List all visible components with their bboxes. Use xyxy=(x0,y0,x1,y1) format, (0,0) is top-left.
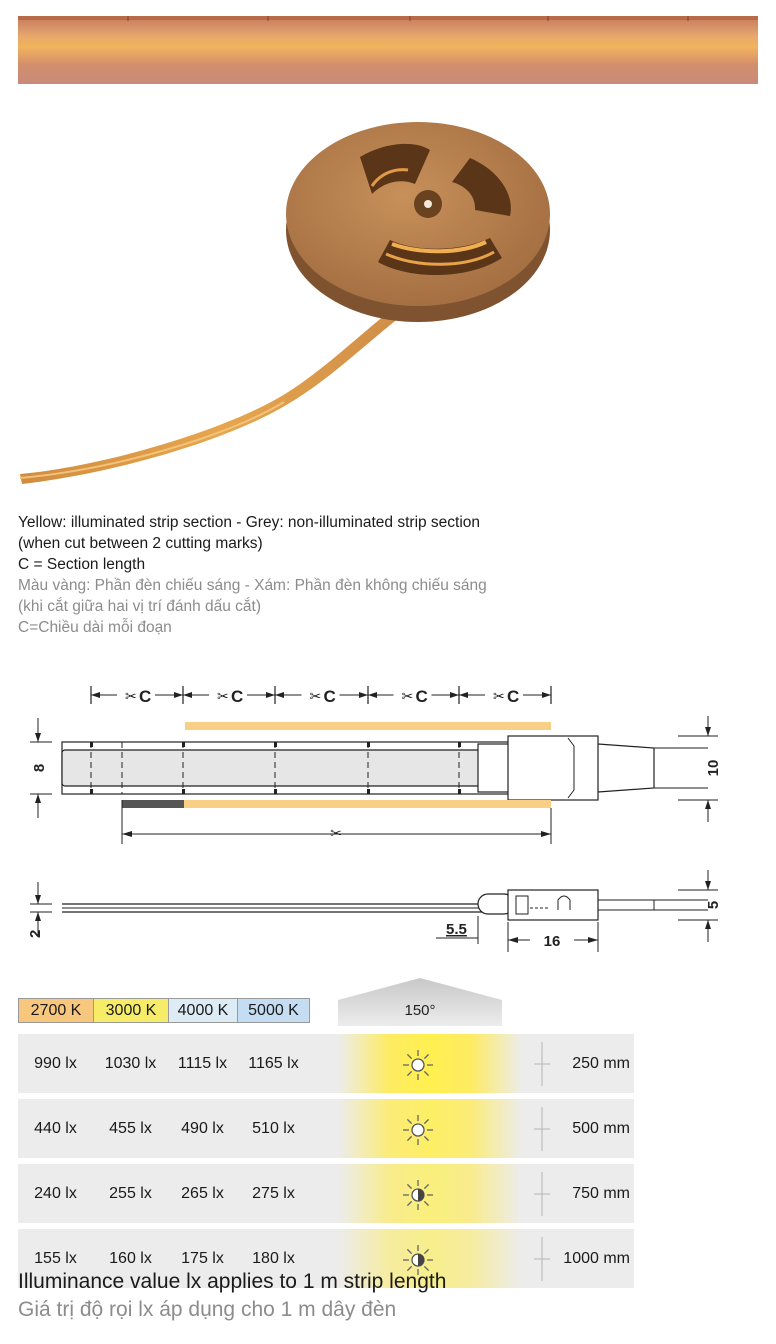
lux-2700k: 990 lx xyxy=(34,1054,77,1072)
distance-tick xyxy=(534,1237,550,1281)
beam-glow xyxy=(338,1034,522,1093)
scissors-icon: ✂ xyxy=(310,688,322,704)
beam-glow xyxy=(338,1099,522,1158)
footer-note-en: Illuminance value lx applies to 1 m stri… xyxy=(18,1270,447,1293)
lux-5000k: 1165 lx xyxy=(248,1054,299,1072)
scissors-icon: ✂ xyxy=(493,688,505,704)
sun-half-icon xyxy=(403,1245,433,1275)
section-label: C xyxy=(507,687,519,706)
led-strip-banner xyxy=(18,16,758,84)
distance-label: 1000 mm xyxy=(563,1250,630,1267)
temp-2700k: 2700 K xyxy=(18,998,93,1023)
sun-full-icon xyxy=(403,1050,433,1080)
scissors-icon: ✂ xyxy=(217,688,229,704)
beam-glow xyxy=(338,1164,522,1223)
lux-5000k: 510 lx xyxy=(252,1119,295,1137)
color-temperature-header: 2700 K 3000 K 4000 K 5000 K xyxy=(18,998,310,1023)
table-row: 155 lx 160 lx 175 lx 180 lx 1000 mm xyxy=(18,1229,634,1288)
beam-angle-label: 150° xyxy=(404,1002,436,1019)
strip-reel-image xyxy=(20,122,550,484)
lux-3000k: 255 lx xyxy=(109,1184,152,1202)
strip-description: Yellow: illuminated strip section - Grey… xyxy=(18,512,758,638)
footer-note: Illuminance value lx applies to 1 m stri… xyxy=(18,1268,758,1324)
sun-half-icon xyxy=(403,1180,433,1210)
footer-note-vi: Giá trị độ rọi lx áp dụng cho 1 m dây đè… xyxy=(18,1298,397,1321)
table-row: 440 lx 455 lx 490 lx 510 lx 500 mm xyxy=(18,1099,634,1158)
lux-2700k: 155 lx xyxy=(34,1249,77,1267)
lux-2700k: 440 lx xyxy=(34,1119,77,1137)
illuminated-bar-bottom xyxy=(184,800,551,808)
dim-height-connector: 5 xyxy=(705,901,722,909)
legend-text-vi-1: Màu vàng: Phần đèn chiếu sáng - Xám: Phầ… xyxy=(18,577,487,594)
lux-4000k: 1115 lx xyxy=(177,1054,228,1072)
lux-3000k: 455 lx xyxy=(109,1119,152,1137)
legend-text-en-2: (when cut between 2 cutting marks) xyxy=(18,535,263,552)
distance-label: 500 mm xyxy=(572,1120,630,1137)
dim-offset: 5.5 xyxy=(446,921,467,938)
lux-5000k: 180 lx xyxy=(252,1249,295,1267)
temp-4000k: 4000 K xyxy=(168,998,237,1023)
distance-tick xyxy=(534,1107,550,1151)
lux-5000k: 275 lx xyxy=(252,1184,295,1202)
lux-4000k: 490 lx xyxy=(181,1119,224,1137)
temp-3000k: 3000 K xyxy=(93,998,168,1023)
section-length-text-en: C = Section length xyxy=(18,556,146,573)
scissors-icon: ✂ xyxy=(125,688,137,704)
distance-tick xyxy=(534,1042,550,1086)
temp-5000k: 5000 K xyxy=(237,998,310,1023)
section-label: C xyxy=(139,687,151,706)
section-length-text-vi: C=Chiều dài mỗi đoạn xyxy=(18,619,172,636)
scissors-icon: ✂ xyxy=(402,688,414,704)
illuminance-table: 990 lx 1030 lx 1115 lx 1165 lx 250 mm 44… xyxy=(18,1034,634,1294)
lux-3000k: 1030 lx xyxy=(104,1054,157,1072)
section-label: C xyxy=(324,687,336,706)
lux-4000k: 175 lx xyxy=(181,1249,224,1267)
illuminated-bar-top xyxy=(185,722,551,730)
table-row: 240 lx 255 lx 265 lx 275 lx 750 mm xyxy=(18,1164,634,1223)
lux-4000k: 265 lx xyxy=(181,1184,224,1202)
dim-width-connector: 10 xyxy=(705,760,722,777)
distance-label: 750 mm xyxy=(572,1185,630,1202)
sun-full-icon xyxy=(403,1115,433,1145)
legend-text-vi-2: (khi cắt giữa hai vị trí đánh dấu cắt) xyxy=(18,598,261,615)
dimension-drawing: ✂C✂C✂C✂C✂C ✂ 8 1 xyxy=(27,686,722,952)
section-label: C xyxy=(231,687,243,706)
table-row: 990 lx 1030 lx 1115 lx 1165 lx 250 mm xyxy=(18,1034,634,1093)
non-illuminated-bar xyxy=(122,800,184,808)
legend-text-en-1: Yellow: illuminated strip section - Grey… xyxy=(18,514,481,531)
dim-plug-length: 16 xyxy=(544,933,561,950)
distance-tick xyxy=(534,1172,550,1216)
beam-angle-shape xyxy=(338,978,502,1026)
distance-label: 250 mm xyxy=(572,1055,630,1072)
dim-height-strip: 2 xyxy=(27,930,44,938)
section-length-markers: ✂C✂C✂C✂C✂C xyxy=(91,687,551,706)
scissors-icon: ✂ xyxy=(330,825,342,841)
beam-glow xyxy=(338,1229,522,1288)
dim-width-strip: 8 xyxy=(31,764,48,772)
section-label: C xyxy=(416,687,428,706)
lux-2700k: 240 lx xyxy=(34,1184,77,1202)
lux-3000k: 160 lx xyxy=(109,1249,152,1267)
